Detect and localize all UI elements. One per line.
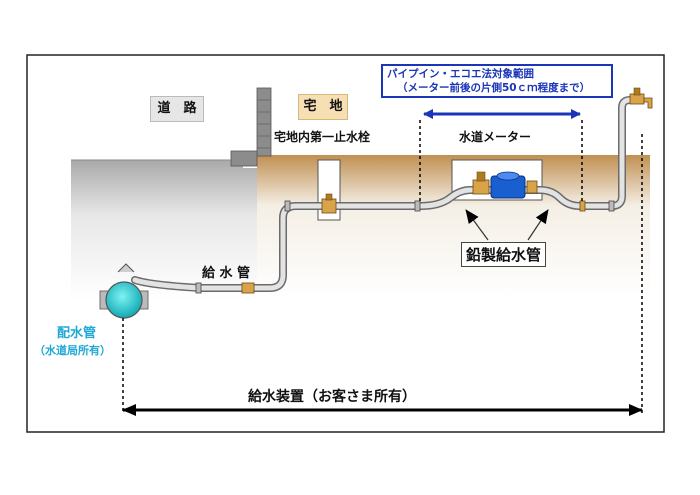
pipe-joint	[195, 282, 202, 294]
pipe-joint	[241, 282, 255, 294]
curb	[230, 150, 258, 167]
pipe-joint	[284, 200, 291, 212]
first-stop-valve-label: 宅地内第一止水栓	[274, 130, 371, 144]
callout-line-2: （メーター前後の片側50ｃｍ程度まで）	[397, 82, 591, 94]
faucet-icon	[629, 87, 653, 109]
distribution-main-owner-label: （水道局所有）	[34, 344, 111, 357]
distribution-main-icon	[99, 281, 149, 319]
pipe-joint	[414, 200, 421, 212]
water-meter-label: 水道メーター	[459, 130, 532, 144]
lead-pipe-pointer	[465, 209, 489, 241]
target-range-callout: パイプイン・エコエ法対象範囲 （メーター前後の片側50ｃｍ程度まで）	[381, 64, 613, 98]
pipe-joint	[608, 200, 615, 212]
distribution-main-label: 配水管	[57, 326, 97, 341]
road-label: 道 路	[150, 96, 204, 122]
road-ground	[71, 160, 257, 300]
boundary-wall	[256, 87, 272, 157]
first-stop-valve-icon	[321, 193, 337, 214]
house-land-label: 宅 地	[298, 94, 348, 120]
supply-device-label: 給水装置（お客さま所有）	[248, 389, 416, 405]
lead-pipe-label: 鉛製給水管	[461, 242, 547, 267]
water-meter-icon	[472, 171, 538, 199]
supply-pipe-label: 給 水 管	[202, 266, 251, 281]
callout-line-1: パイプイン・エコエ法対象範囲	[387, 68, 534, 80]
lead-pipe-pointer	[527, 209, 549, 241]
service-saddle	[117, 263, 135, 273]
pipe-joint	[579, 200, 586, 212]
